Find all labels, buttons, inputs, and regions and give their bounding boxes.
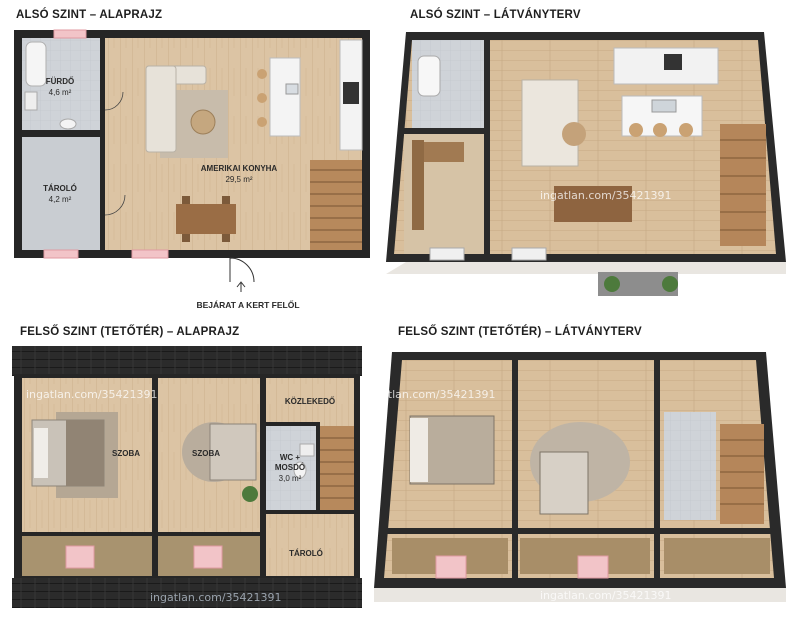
- lower-staircase: [310, 160, 362, 250]
- upper-3d-view: ingatlan.com/35421391 ingatlan.com/35421…: [364, 352, 786, 602]
- upper-staircase: [320, 426, 354, 512]
- room2-plant: [242, 486, 258, 502]
- upper-plan-roof-top: [12, 346, 362, 376]
- dining-chair: [222, 234, 230, 242]
- room1-name: SZOBA: [112, 449, 140, 458]
- cooktop: [343, 82, 359, 104]
- wc-area: 3,0 m²: [279, 474, 302, 483]
- bath-name: FÜRDŐ: [46, 77, 74, 86]
- bathtub: [25, 41, 47, 87]
- upper-plan-roof-bottom: [12, 578, 362, 608]
- watermark: ingatlan.com/35421391: [150, 591, 282, 604]
- partition-wall: [100, 38, 105, 250]
- wc-floor: [266, 426, 316, 512]
- entrance-label: BEJÁRAT A KERT FELŐL: [196, 299, 299, 310]
- room2-bed: [209, 423, 257, 481]
- bath-storage-wall: [22, 130, 100, 137]
- entrance-door-swing: [229, 257, 255, 283]
- room2-name: SZOBA: [192, 449, 220, 458]
- bar-stool: [257, 69, 267, 79]
- 3d-upper-stairs: [720, 424, 764, 524]
- washbasin: [24, 91, 38, 111]
- storage-window: [43, 249, 79, 259]
- room1-pillows: [34, 428, 48, 478]
- roof-window-2: [193, 545, 223, 569]
- 3d-wc: [664, 412, 716, 520]
- upper-plan-title: FELSŐ SZINT (TETŐTÉR) – ALAPRAJZ: [20, 326, 240, 338]
- storage-door-swing: [104, 194, 126, 216]
- watermark: ingatlan.com/35421391: [26, 388, 158, 401]
- bath-door-swing: [104, 91, 124, 111]
- 3d-bed-2: [539, 451, 589, 515]
- lower-3d-view: ingatlan.com/35421391: [386, 32, 786, 296]
- storage-name: TÁROLÓ: [43, 184, 77, 193]
- roof-window-1: [65, 545, 95, 569]
- bath-area: 4,6 m²: [49, 88, 72, 97]
- sofa-side: [145, 65, 177, 153]
- dining-chair: [222, 196, 230, 204]
- toilet: [59, 118, 77, 130]
- watermark: ingatlan.com/35421391: [540, 189, 672, 202]
- hall-floor: [266, 378, 354, 426]
- wc-name-2: MOSDÓ: [275, 463, 305, 472]
- 3d-stairs: [720, 124, 766, 246]
- 3d-dining-table: [554, 186, 632, 222]
- kitchen-window: [131, 249, 169, 259]
- wc-toilet: [293, 461, 307, 479]
- bathroom-window: [53, 29, 87, 39]
- upper-floor-plan: SZOBA SZOBA KÖZLEKEDŐ WC + MOSDÓ 3,0 m² …: [12, 346, 362, 608]
- room1-blanket: [66, 420, 104, 486]
- 3d-eaves-storage-3: [664, 538, 770, 574]
- lower-floor-plan: FÜRDŐ 4,6 m² TÁROLÓ 4,2 m²: [14, 29, 370, 310]
- lower-plan-title: ALSÓ SZINT – ALAPRAJZ: [16, 9, 163, 21]
- coffee-table: [190, 109, 216, 135]
- kitchen-name: AMERIKAI KONYHA: [201, 164, 278, 173]
- dining-chair: [182, 234, 190, 242]
- island-sink: [285, 83, 299, 95]
- upper-storage-name: TÁROLÓ: [289, 549, 323, 558]
- kitchen-island: [269, 57, 301, 137]
- bar-stool: [257, 117, 267, 127]
- kitchen-area: 29,5 m²: [225, 175, 252, 184]
- upper-view-title: FELSŐ SZINT (TETŐTÉR) – LÁTVÁNYTERV: [398, 326, 642, 338]
- bar-stool: [257, 93, 267, 103]
- storage-floor: [22, 137, 100, 250]
- upper-storage-floor: [266, 514, 354, 576]
- hall-name: KÖZLEKEDŐ: [285, 397, 335, 406]
- lower-view-title: ALSÓ SZINT – LÁTVÁNYTERV: [410, 9, 581, 21]
- storage-area: 4,2 m²: [49, 195, 72, 204]
- dining-table: [176, 204, 236, 234]
- wc-name-1: WC +: [280, 453, 301, 462]
- watermark: ingatlan.com/35421391: [364, 388, 496, 401]
- dining-chair: [182, 196, 190, 204]
- watermark: ingatlan.com/35421391: [540, 589, 672, 602]
